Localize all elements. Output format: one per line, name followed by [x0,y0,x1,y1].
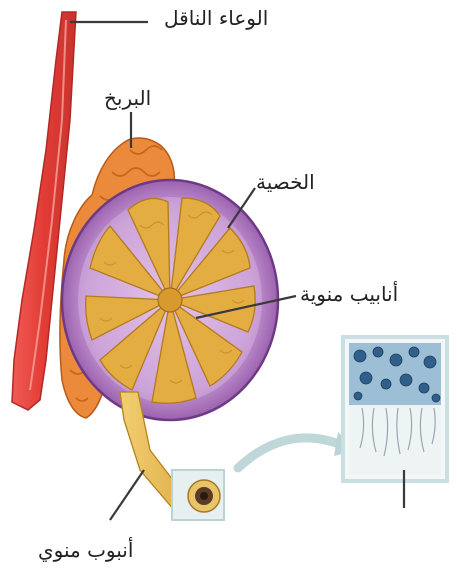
rete-testis [158,288,182,312]
label-testis: الخصية [256,170,315,194]
label-epididymis: البربخ [104,86,151,110]
label-seminiferous-tubule-section: أنبوب منوي [38,538,133,562]
label-vas-deferens: الوعاء الناقل [164,6,268,30]
label-seminiferous-tubules: أنابيب منوية [300,282,398,306]
leader-duct [110,470,144,520]
zoom-arrow [238,438,344,468]
micro-inset-lower [349,405,441,475]
tubule-section-lumen [200,492,208,500]
